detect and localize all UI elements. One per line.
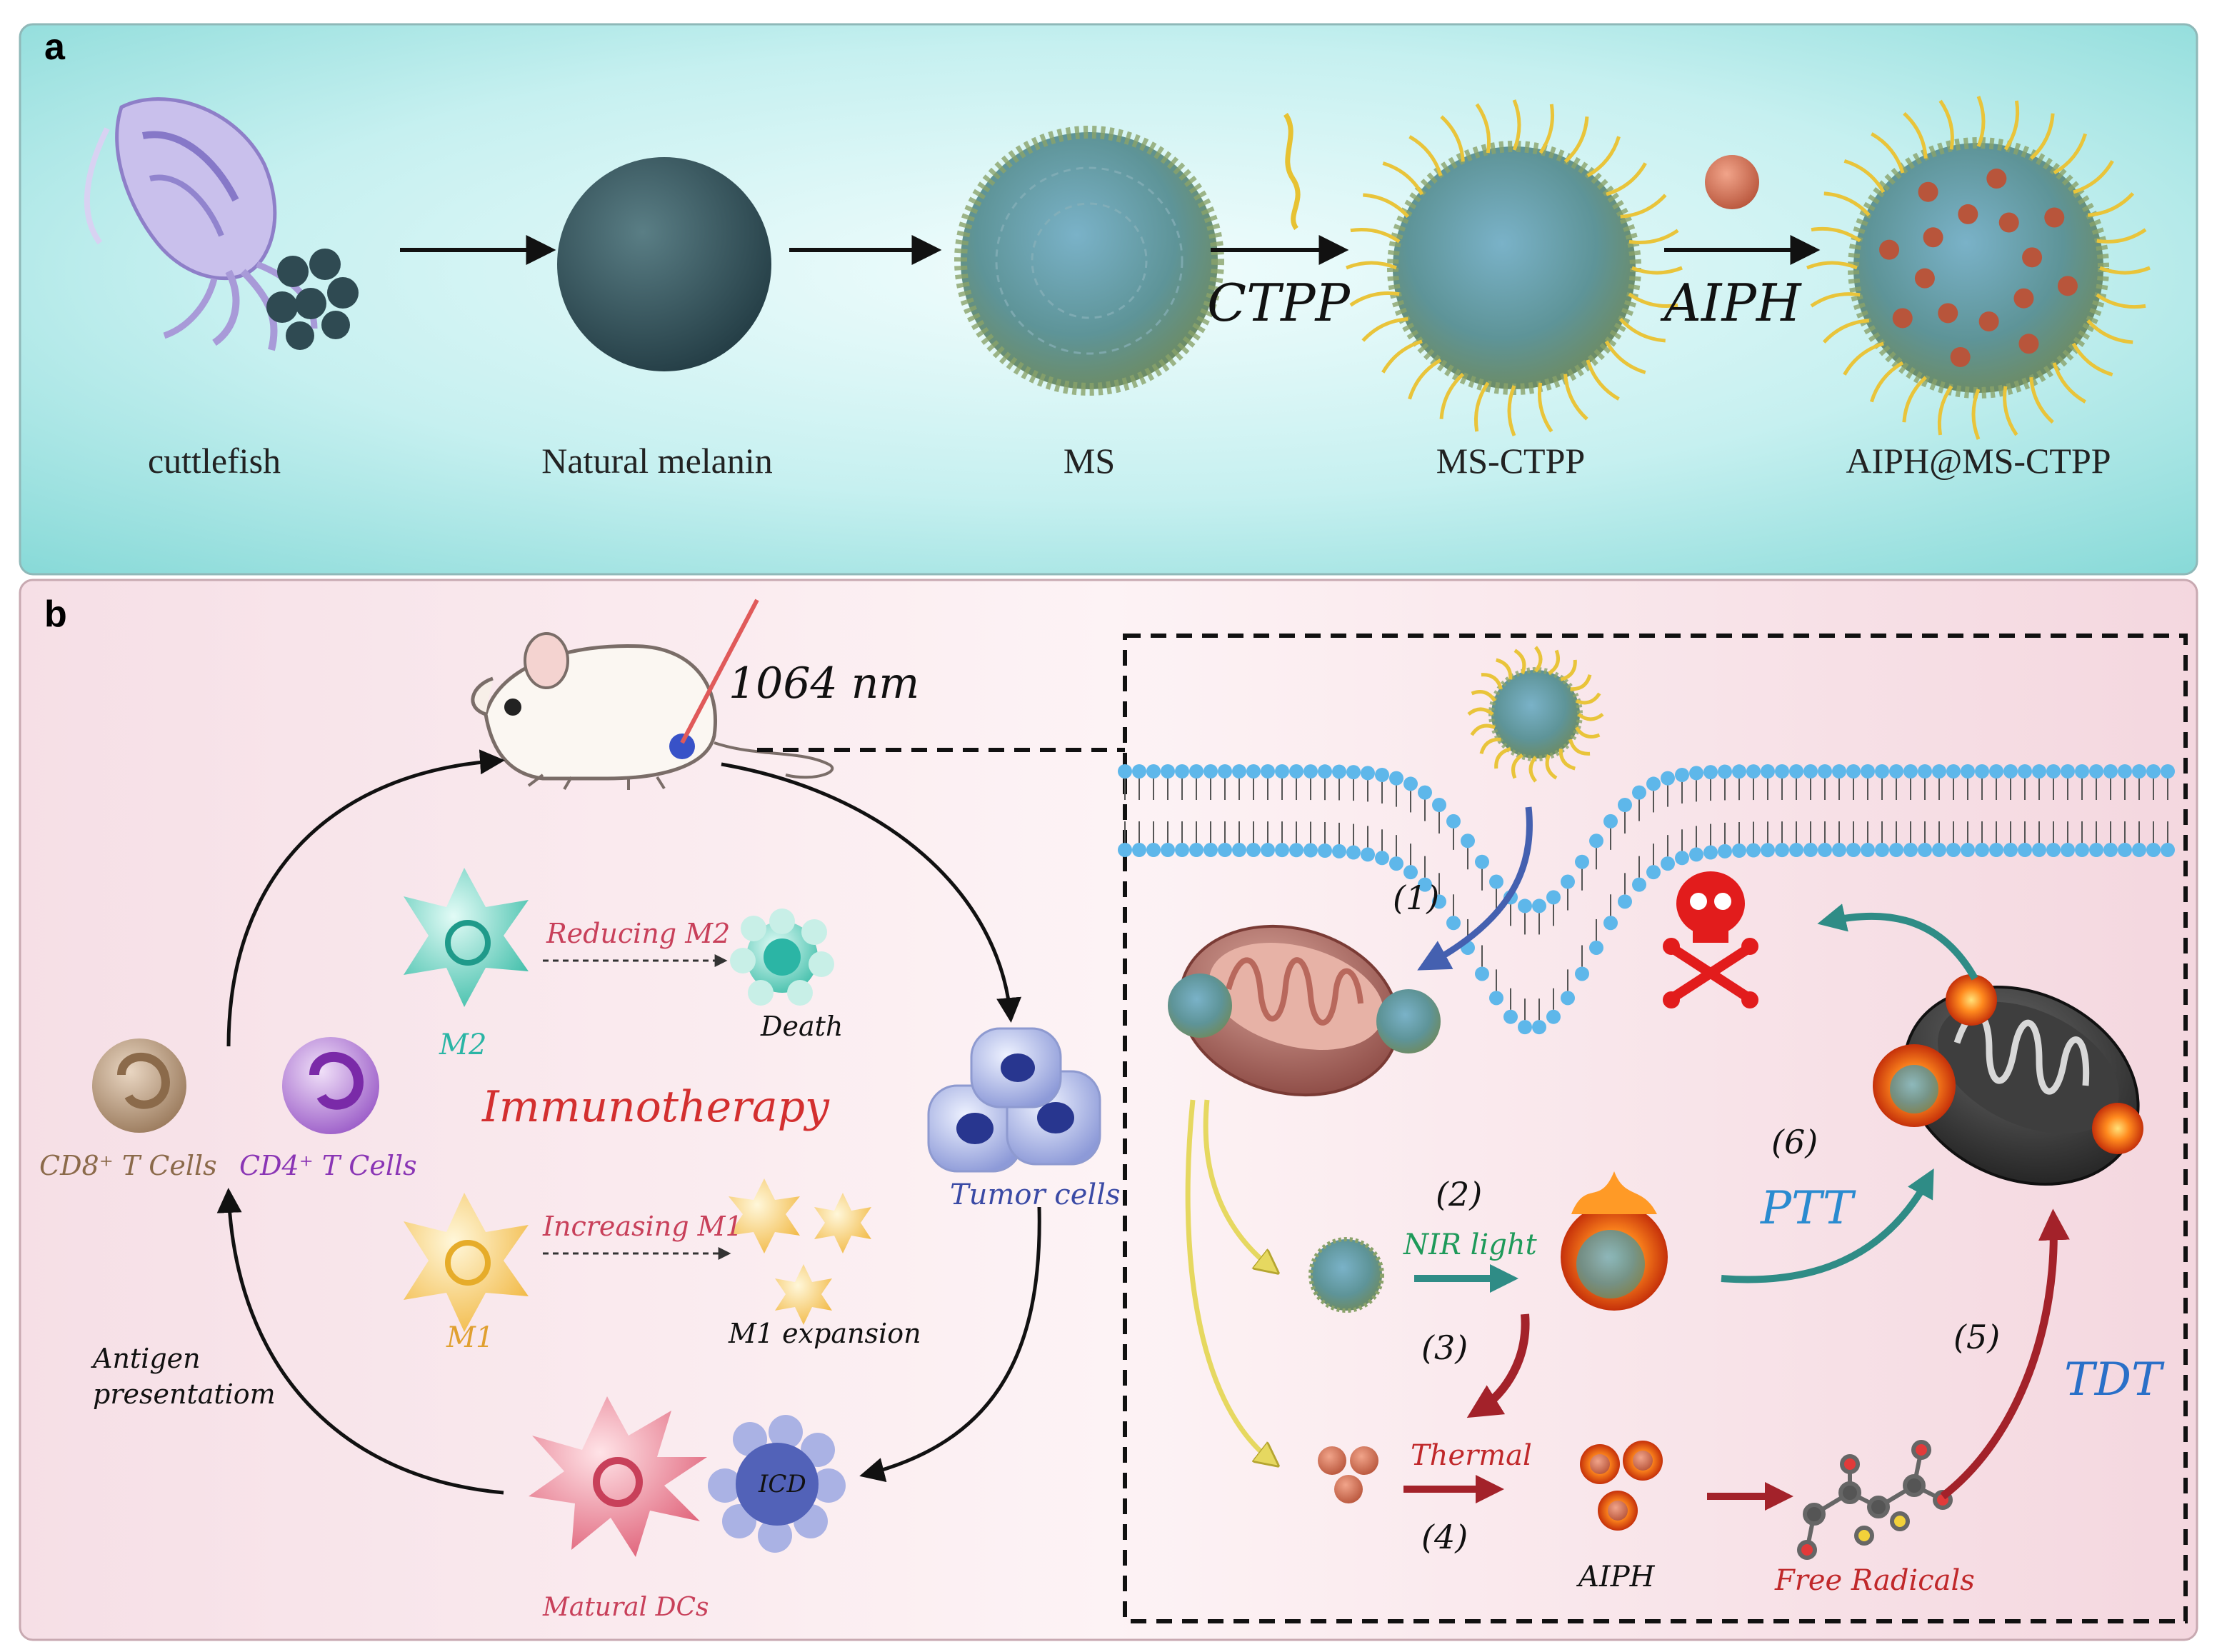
laser-wavelength: 1064 nm bbox=[729, 659, 920, 709]
thermal-label: Thermal bbox=[1411, 1439, 1532, 1472]
antigen-label-line1: Antigen bbox=[93, 1343, 201, 1374]
panel-a-label: a bbox=[44, 26, 65, 68]
arrow-to-aiph bbox=[1185, 1099, 1271, 1461]
arrow-step-6 bbox=[1721, 1168, 1934, 1283]
caption-aiph-ms-ctpp: AIPH@MS-CTPP bbox=[1846, 441, 2111, 481]
icd-cell-cluster bbox=[708, 1415, 846, 1553]
tumor-cells bbox=[927, 1027, 1101, 1173]
matural-dcs-label: Matural DCs bbox=[543, 1593, 709, 1622]
arrow-step-3 bbox=[1466, 1313, 1530, 1418]
m1-expansion-label: M1 expansion bbox=[729, 1318, 921, 1349]
caption-ms: MS bbox=[1063, 441, 1116, 481]
aiph-label-b: AIPH bbox=[1578, 1561, 1655, 1593]
decomposing-aiph bbox=[1580, 1441, 1663, 1531]
laser-beam bbox=[680, 599, 759, 744]
damaged-mitochondrion bbox=[1873, 974, 2143, 1186]
aiph-balls bbox=[1318, 1446, 1378, 1503]
mechanism-dashed-box bbox=[1123, 634, 2188, 1623]
nir-light-label: NIR light bbox=[1403, 1228, 1537, 1261]
reagent-aiph: AIPH bbox=[1664, 273, 1801, 333]
caption-natural-melanin: Natural melanin bbox=[541, 441, 773, 481]
cell-membrane bbox=[1118, 764, 2175, 1035]
cd8-label: CD8⁺ T Cells bbox=[39, 1150, 217, 1181]
step-5-label: (5) bbox=[1953, 1318, 2001, 1356]
ptt-label: PTT bbox=[1761, 1182, 1853, 1235]
icd-label: ICD bbox=[759, 1470, 806, 1498]
free-radical-molecule bbox=[1797, 1440, 1953, 1560]
cycle-arrow-to-mouse bbox=[226, 749, 505, 1047]
step-1-label: (1) bbox=[1393, 878, 1440, 917]
reagent-ctpp: CTPP bbox=[1207, 273, 1351, 333]
released-ms-sphere bbox=[1308, 1237, 1384, 1313]
death-label: Death bbox=[761, 1011, 844, 1042]
arrow-step-5 bbox=[1940, 1208, 2070, 1500]
cycle-arrow-mouse-to-tumor bbox=[721, 762, 1022, 1023]
aiph-ms-ctpp-sphere bbox=[1806, 96, 2151, 440]
caption-ms-ctpp: MS-CTPP bbox=[1436, 441, 1586, 481]
cd8-t-cell bbox=[92, 1038, 186, 1133]
tdt-label: TDT bbox=[2064, 1353, 2162, 1406]
m2-macrophage bbox=[404, 868, 529, 1007]
nanoparticle-entering bbox=[1467, 646, 1604, 783]
mouse-illustration bbox=[471, 632, 834, 791]
ms-ctpp-sphere bbox=[1346, 99, 1683, 436]
step-2-label: (2) bbox=[1436, 1175, 1483, 1213]
cycle-arrow-tumor-to-icd bbox=[859, 1206, 1041, 1483]
step-6-label: (6) bbox=[1771, 1123, 1818, 1161]
immunotherapy-label: Immunotherapy bbox=[482, 1082, 829, 1132]
free-radicals-label: Free Radicals bbox=[1775, 1564, 1975, 1597]
tumor-cells-label: Tumor cells bbox=[950, 1178, 1121, 1211]
m1-macrophage bbox=[404, 1193, 529, 1332]
ctpp-molecule bbox=[1283, 113, 1301, 231]
cd4-t-cell bbox=[282, 1037, 379, 1134]
mature-dendritic-cell bbox=[529, 1396, 707, 1557]
natural-melanin-sphere bbox=[557, 157, 771, 371]
heated-ms-sphere bbox=[1561, 1171, 1668, 1311]
skull-crossbones-icon bbox=[1663, 871, 1758, 1008]
arrow-to-cell-death bbox=[1817, 903, 1978, 981]
m2-label: M2 bbox=[439, 1028, 487, 1061]
step-3-label: (3) bbox=[1421, 1328, 1468, 1367]
panel-b-label: b bbox=[44, 594, 67, 635]
cycle-arrow-dcs-to-tcells bbox=[216, 1188, 504, 1495]
ms-sphere bbox=[954, 126, 1224, 396]
caption-cuttlefish: cuttlefish bbox=[147, 441, 281, 481]
cd4-label: CD4⁺ T Cells bbox=[239, 1150, 417, 1181]
arrow-to-ms bbox=[1203, 1099, 1271, 1268]
step-4-label: (4) bbox=[1421, 1518, 1468, 1556]
m1-label: M1 bbox=[446, 1321, 494, 1354]
dead-m2-cell bbox=[730, 908, 834, 1006]
antigen-label-line2: presentatiom bbox=[93, 1378, 276, 1410]
mitochondrion bbox=[1168, 924, 1441, 1097]
m1-expansion-cells bbox=[729, 1178, 871, 1325]
arrow-step-1 bbox=[1417, 806, 1533, 971]
increasing-m1-label: Increasing M1 bbox=[543, 1211, 743, 1242]
aiph-molecule bbox=[1705, 155, 1759, 209]
cuttlefish-illustration bbox=[84, 97, 359, 351]
reducing-m2-label: Reducing M2 bbox=[546, 918, 731, 949]
